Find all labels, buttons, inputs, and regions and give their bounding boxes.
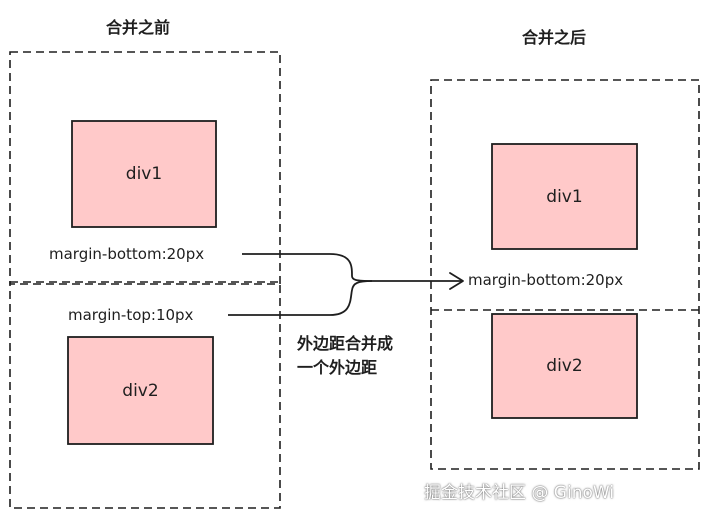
after-div2-box [491,313,638,419]
before-margin-bottom-label: margin-bottom:20px [49,245,205,263]
connector-margin-top [228,280,373,316]
before-div2-margin-box [9,281,281,509]
before-margin-top-label: margin-top:10px [68,306,194,324]
before-div1-label: div1 [125,164,163,184]
after-margin-label: margin-bottom:20px [468,271,624,289]
merge-note-line2: 一个外边距 [297,358,378,377]
before-div2-label: div2 [122,380,159,401]
connector-margin-bottom [242,253,373,282]
after-div1-label: div1 [546,186,583,207]
watermark: 掘金技术社区 @ GinoWi [424,483,615,503]
merge-arrow-head [449,272,464,290]
before-title: 合并之前 [106,18,171,37]
merge-note-line1: 外边距合并成 [297,334,394,353]
after-title: 合并之后 [522,28,587,47]
after-div2-label: div2 [546,356,583,376]
after-outer-box [430,79,700,470]
before-div1-margin-box [9,51,281,285]
before-div1-box [71,120,217,228]
before-div2-box [67,336,214,445]
after-div1-box [491,143,638,250]
